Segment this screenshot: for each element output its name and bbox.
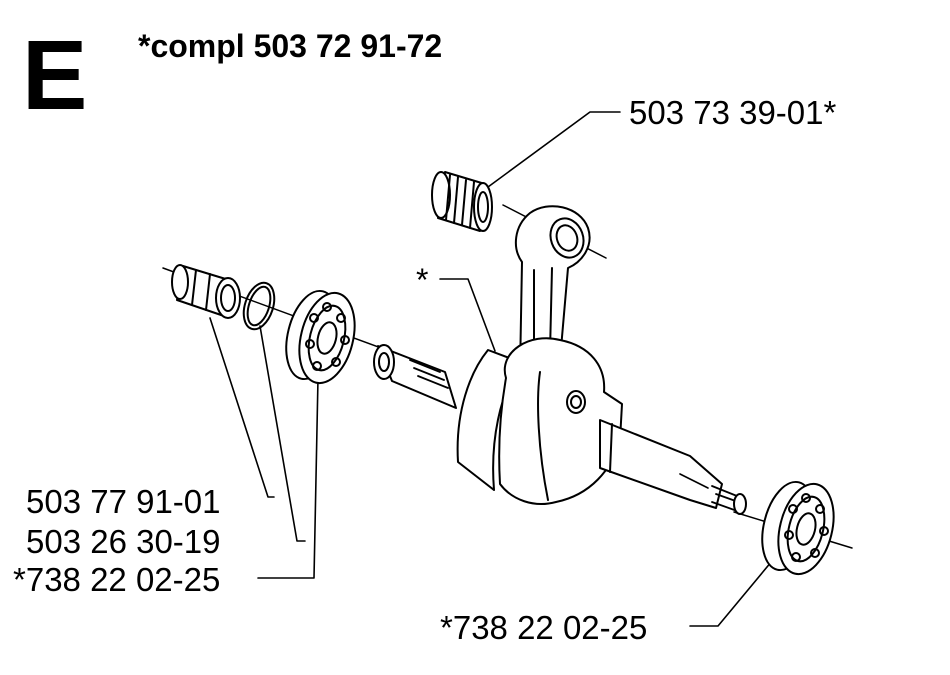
ball-bearing-left-part	[285, 289, 356, 385]
crankshaft-part	[373, 205, 747, 515]
part-label-o-ring: 503 26 30-19	[26, 523, 221, 560]
part-label-needle-bearing: 503 73 39-01*	[629, 94, 837, 131]
part-label-crankshaft: *	[416, 262, 429, 298]
part-label-bushing: 503 77 91-01	[26, 483, 221, 520]
part-label-ball-bearing-right: *738 22 02-25	[440, 609, 648, 646]
o-ring-part	[242, 281, 276, 331]
leader-lines	[209, 111, 773, 627]
assembly-label: *compl 503 72 91-72	[138, 28, 443, 64]
ball-bearing-right-part	[761, 480, 835, 576]
bushing-part	[171, 264, 241, 319]
part-label-ball-bearing-left: *738 22 02-25	[13, 561, 221, 598]
needle-bearing-part	[431, 171, 493, 232]
section-letter: E	[22, 20, 88, 130]
